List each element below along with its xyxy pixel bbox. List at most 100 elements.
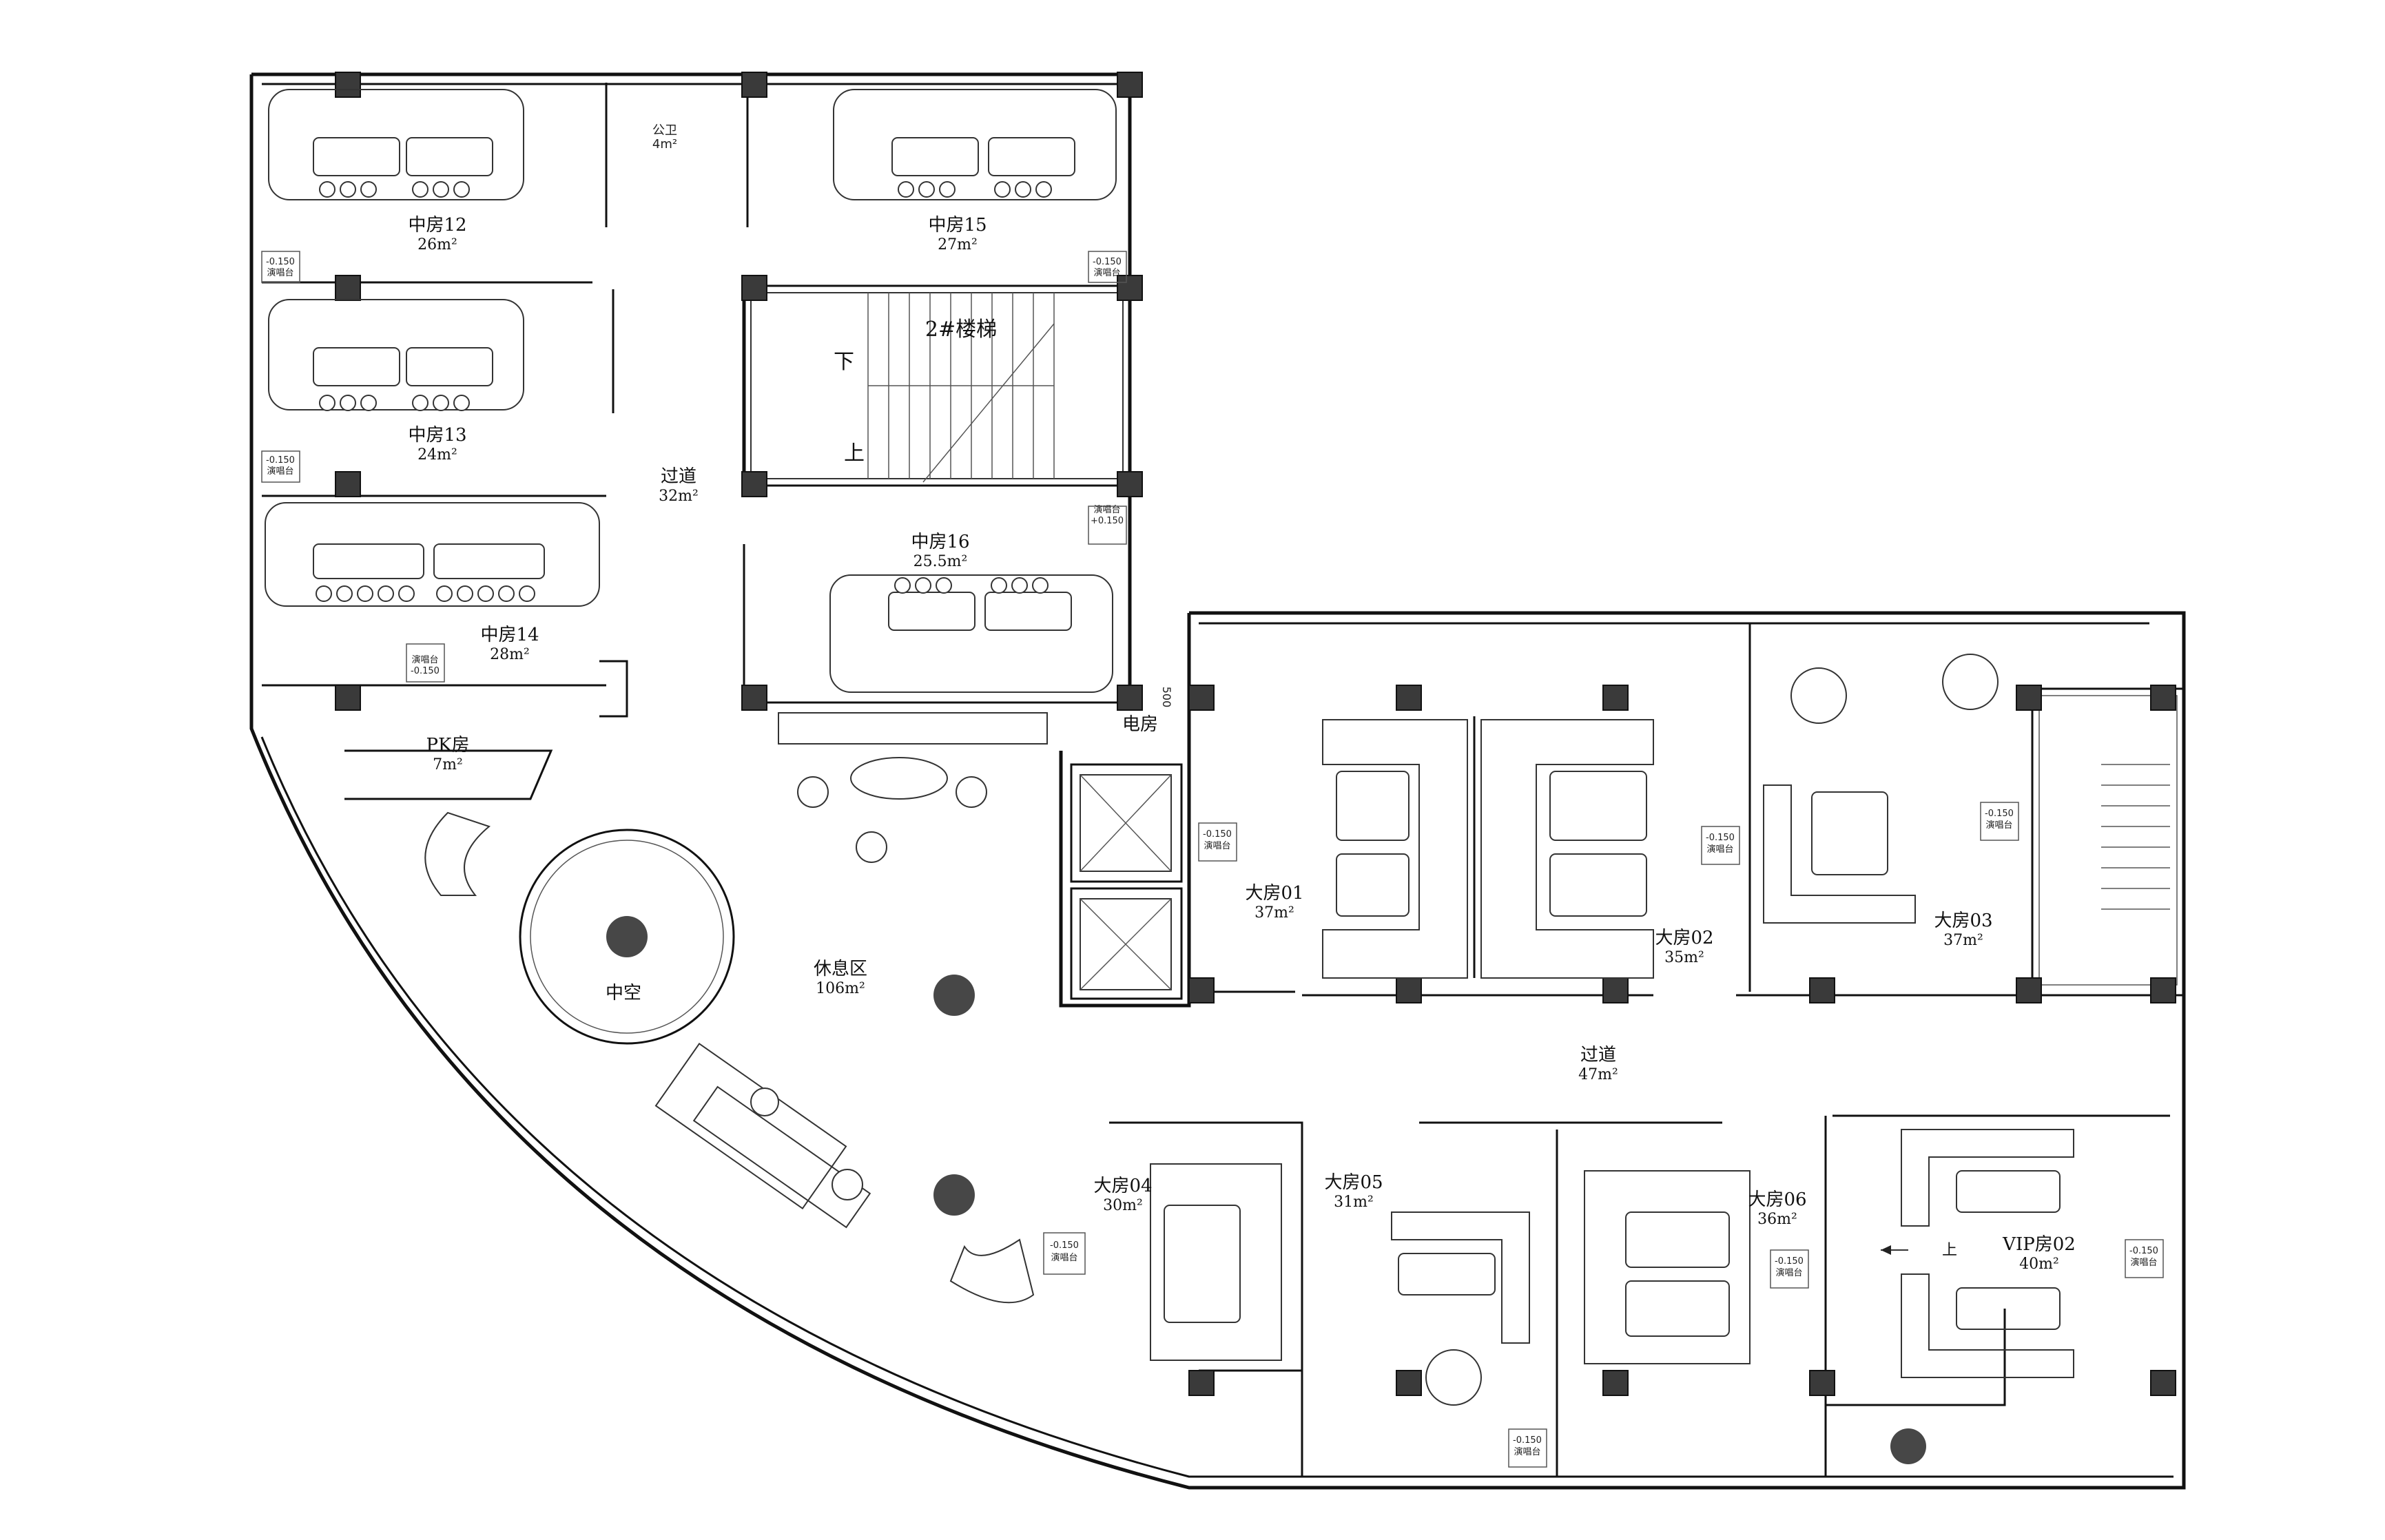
sofa-room-L02 [1480, 719, 1654, 979]
room-area: 47m² [1578, 1066, 1618, 1083]
label-L04: 大房04 30m² [1093, 1176, 1152, 1214]
interior-walls-lower [1109, 1114, 2170, 1477]
stage-label: 演唱台 [2130, 1257, 2157, 1268]
label-stair: 2#楼梯 下 上 [834, 318, 997, 466]
room-name: 中房15 [928, 215, 987, 236]
room-name: 休息区 [814, 959, 867, 979]
lounge-furniture [424, 712, 1048, 1304]
label-r16: 中房16 25.5m² [911, 532, 969, 570]
sofa-room-L05 [1391, 1211, 1530, 1406]
sofa-room-13 [268, 299, 524, 411]
structural-columns [335, 72, 2176, 1396]
label-L02: 大房02 35m² [1655, 928, 1713, 966]
label-corridor-main: 过道 47m² [1578, 1045, 1618, 1083]
stage-marker-L05: -0.150 演唱台 [1508, 1428, 1547, 1468]
room-name: 中房12 [408, 215, 466, 236]
label-corridor-top: 过道 32m² [659, 466, 699, 505]
room-name: 中房16 [911, 532, 969, 552]
room-area: 26m² [417, 236, 457, 253]
stage-marker-L02: -0.150 演唱台 [1701, 826, 1740, 865]
room-area: 31m² [1334, 1194, 1374, 1211]
label-pk: PK房 7m² [426, 735, 470, 773]
stage-marker-14: 演唱台 -0.150 [406, 643, 445, 683]
stair-down: 下 [834, 350, 854, 374]
sofa-room-L01 [1322, 719, 1468, 979]
stair-name: 2#楼梯 [925, 318, 997, 342]
stage-level: -0.150 [1985, 809, 2014, 819]
arrow-up-indicator: 上 [1881, 1242, 1957, 1259]
stage-marker-L06: -0.150 演唱台 [1770, 1249, 1809, 1289]
sofa-room-L06 [1584, 1170, 1751, 1364]
stage-level: -0.150 [1513, 1435, 1542, 1446]
room-name: 大房02 [1655, 928, 1713, 948]
room-area: 25.5m² [913, 553, 968, 570]
stage-level: -0.150 [411, 666, 440, 676]
sofa-room-16 [829, 574, 1113, 693]
round-columns [606, 916, 1926, 1464]
exterior-walls [249, 72, 2186, 1490]
room-name: 电房 [1122, 714, 1158, 735]
sofa-room-L04 [1150, 1163, 1282, 1361]
room-name: 大房04 [1093, 1176, 1152, 1196]
room-area: 40m² [2019, 1256, 2059, 1273]
room-name: 大房03 [1934, 911, 1992, 931]
stage-level: -0.150 [1050, 1240, 1079, 1251]
room-name: 大房05 [1324, 1172, 1383, 1193]
stage-marker-L04: -0.150 演唱台 [1043, 1232, 1086, 1275]
sofa-room-vip [1901, 1129, 2074, 1378]
room-area: 37m² [1943, 932, 1983, 949]
room-name: 中房13 [408, 425, 466, 446]
stage-label: 演唱台 [1093, 504, 1120, 515]
label-lounge: 休息区 106m² [814, 959, 867, 997]
void-atrium [519, 829, 735, 1045]
stage-level: +0.150 [1091, 516, 1124, 526]
stair-up: 上 [844, 441, 865, 466]
stage-label: 演唱台 [1706, 844, 1733, 855]
stage-marker-12: -0.150 演唱台 [261, 251, 300, 283]
sofa-room-12 [268, 89, 524, 200]
room-area: 7m² [433, 756, 463, 773]
stage-label: 演唱台 [1514, 1446, 1540, 1457]
stage-label: 演唱台 [267, 466, 293, 477]
label-L06: 大房06 36m² [1748, 1189, 1806, 1228]
label-L03: 大房03 37m² [1934, 911, 1992, 949]
label-r12: 中房12 26m² [408, 215, 466, 253]
room-area: 32m² [659, 488, 699, 505]
room-area: 35m² [1664, 949, 1704, 966]
room-name: 过道 [1580, 1045, 1616, 1065]
stage-label: 演唱台 [1985, 820, 2012, 831]
label-r14: 中房14 28m² [480, 625, 539, 663]
sofa-room-L03 [1763, 654, 1999, 924]
label-vip: VIP房02 40m² [2002, 1234, 2076, 1273]
stage-label: 演唱台 [267, 267, 293, 278]
room-area: 28m² [490, 646, 530, 663]
room-area: 106m² [816, 980, 865, 997]
elevators [1070, 763, 1183, 1000]
stage-label: 演唱台 [411, 654, 438, 665]
stage-level: -0.150 [1203, 829, 1232, 840]
room-area: 37m² [1255, 904, 1294, 922]
arrow-up-label: 上 [1942, 1242, 1957, 1259]
room-name: 大房06 [1748, 1189, 1806, 1210]
room-name: VIP房02 [2002, 1234, 2076, 1255]
stage-marker-vip: -0.150 演唱台 [2125, 1239, 2164, 1278]
stage-level: -0.150 [266, 455, 295, 466]
stage-level: -0.150 [1093, 257, 1122, 267]
room-name: PK房 [426, 735, 470, 756]
room-name: 中空 [606, 983, 641, 1003]
room-name: 大房01 [1245, 883, 1303, 904]
label-L01: 大房01 37m² [1245, 883, 1303, 922]
stage-level: -0.150 [1706, 833, 1735, 843]
interior-walls-upper [262, 83, 1132, 800]
elec-dim: 500 [1160, 687, 1173, 708]
stage-label: 演唱台 [1204, 840, 1230, 851]
room-area: 36m² [1757, 1211, 1797, 1228]
stage-level: -0.150 [1775, 1256, 1804, 1267]
stage-level: -0.150 [266, 257, 295, 267]
room-area: 27m² [938, 236, 978, 253]
label-elec: 电房 500 [1122, 687, 1173, 735]
label-wc: 公卫 4m² [652, 123, 677, 152]
stage-level: -0.150 [2129, 1246, 2158, 1256]
room-name: 公卫 [652, 123, 677, 138]
sofa-room-15 [833, 89, 1117, 200]
